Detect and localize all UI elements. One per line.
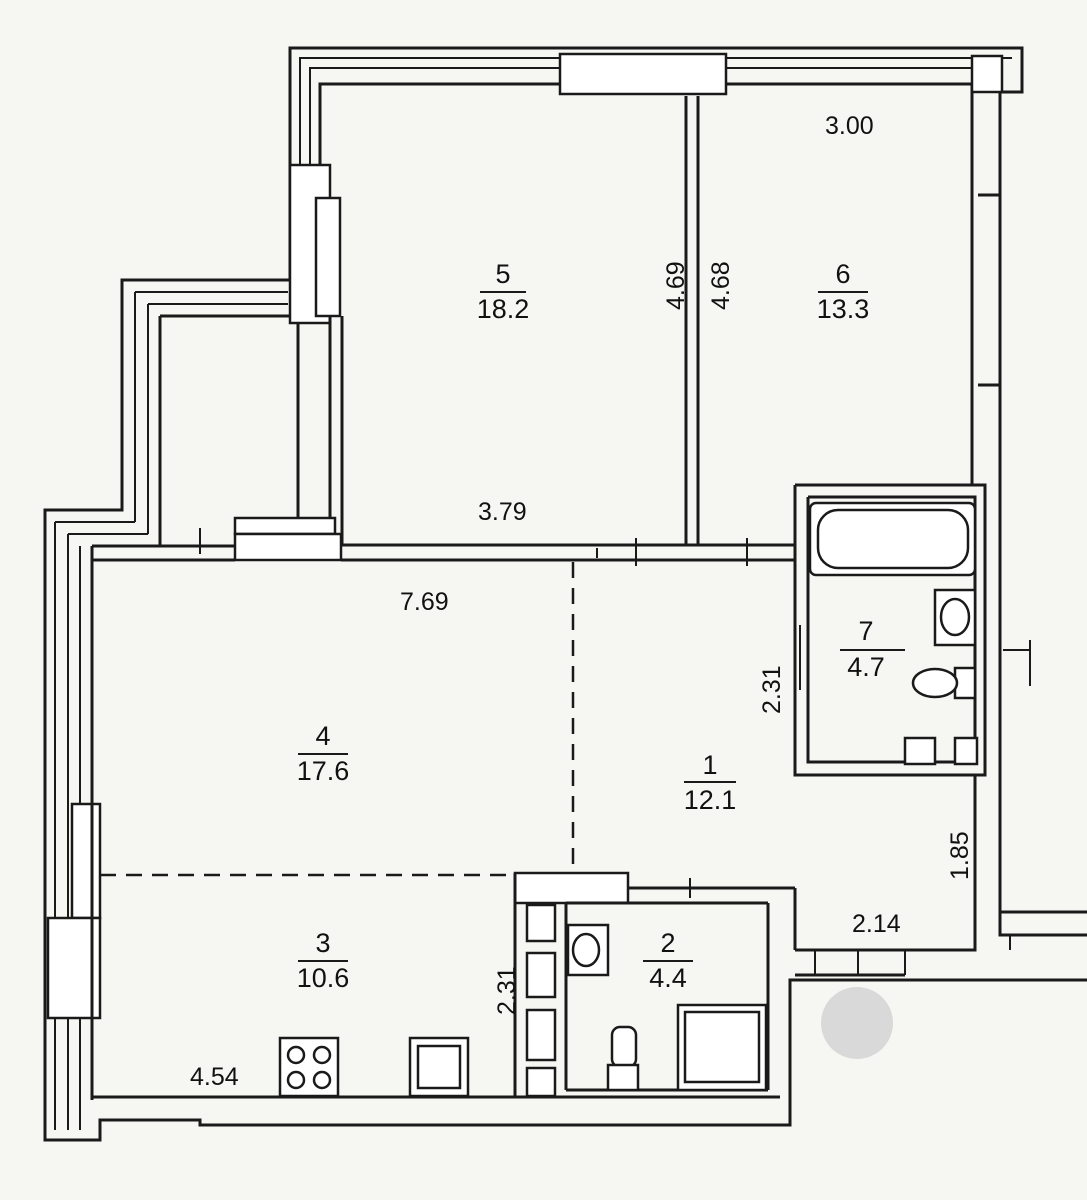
- burner-3: [286, 1070, 306, 1090]
- room-label-4: 4 17.6: [297, 721, 350, 786]
- dimension-labels: 3.00 4.69 4.68 3.79 7.69 2.31 1.85 2.14 …: [190, 112, 974, 1091]
- burner-2: [312, 1045, 332, 1065]
- room-area: 10.6: [297, 963, 350, 993]
- room-area: 4.7: [847, 652, 885, 682]
- room-number: 2: [660, 928, 675, 958]
- dim-bath-width: 2.31: [758, 665, 786, 714]
- wc-door-lintel: [513, 871, 630, 905]
- room-label-5: 5 18.2: [477, 259, 530, 324]
- wc-toilet: [610, 1025, 638, 1069]
- stove: [278, 1036, 340, 1098]
- dim-room6-width: 3.00: [825, 112, 874, 140]
- wc-vent-3: [525, 1008, 557, 1062]
- dim-room5-length: 4.69: [662, 261, 690, 310]
- wc-vent-1: [525, 903, 557, 943]
- dim-living-length: 7.69: [400, 588, 449, 616]
- wall-block-2: [233, 532, 343, 562]
- bathtub-inner: [816, 508, 970, 570]
- room-area: 4.4: [649, 963, 687, 993]
- vent-2: [953, 736, 979, 766]
- kitchen-sink-bowl: [416, 1044, 462, 1090]
- room-label-1: 1 12.1: [684, 750, 737, 815]
- burner-1: [286, 1045, 306, 1065]
- dim-kitchen-length: 4.54: [190, 1063, 239, 1091]
- fixtures: [278, 501, 979, 1098]
- wall-block: [233, 516, 337, 536]
- wc-vent-4: [525, 1066, 557, 1098]
- room-label-6: 6 13.3: [817, 259, 870, 324]
- window-room5-frame: [314, 196, 342, 318]
- room-number: 7: [858, 616, 873, 646]
- room-area: 17.6: [297, 756, 350, 786]
- dim-hall-length: 1.85: [946, 831, 974, 880]
- window-top-right: [970, 54, 1004, 94]
- room-number: 3: [315, 928, 330, 958]
- burner-4: [312, 1070, 332, 1090]
- bath-sink-bowl: [939, 597, 971, 637]
- room-number: 4: [315, 721, 330, 751]
- wc-sink-bowl: [571, 932, 601, 968]
- room-number: 1: [702, 750, 717, 780]
- room-label-7: 7 4.7: [840, 616, 905, 682]
- dim-hall-width: 2.14: [852, 910, 901, 938]
- room-area: 18.2: [477, 294, 530, 324]
- dim-wc-width: 2.31: [493, 966, 521, 1015]
- room-label-2: 2 4.4: [643, 928, 693, 993]
- room-number: 5: [495, 259, 510, 289]
- dim-room5-width: 3.79: [478, 498, 527, 526]
- wc-vent-2: [525, 951, 557, 999]
- room-number: 6: [835, 259, 850, 289]
- dim-room6-length: 4.68: [707, 261, 735, 310]
- room-area: 12.1: [684, 785, 737, 815]
- room-area: 13.3: [817, 294, 870, 324]
- vent-1: [903, 736, 937, 766]
- room-label-3: 3 10.6: [297, 928, 350, 993]
- marker-circle: [821, 987, 893, 1059]
- window-top: [558, 52, 728, 96]
- wc-toilet-tank: [606, 1063, 640, 1092]
- toilet-bath: [911, 667, 959, 699]
- shower-tray-inner: [683, 1010, 761, 1084]
- window-left: [70, 802, 102, 920]
